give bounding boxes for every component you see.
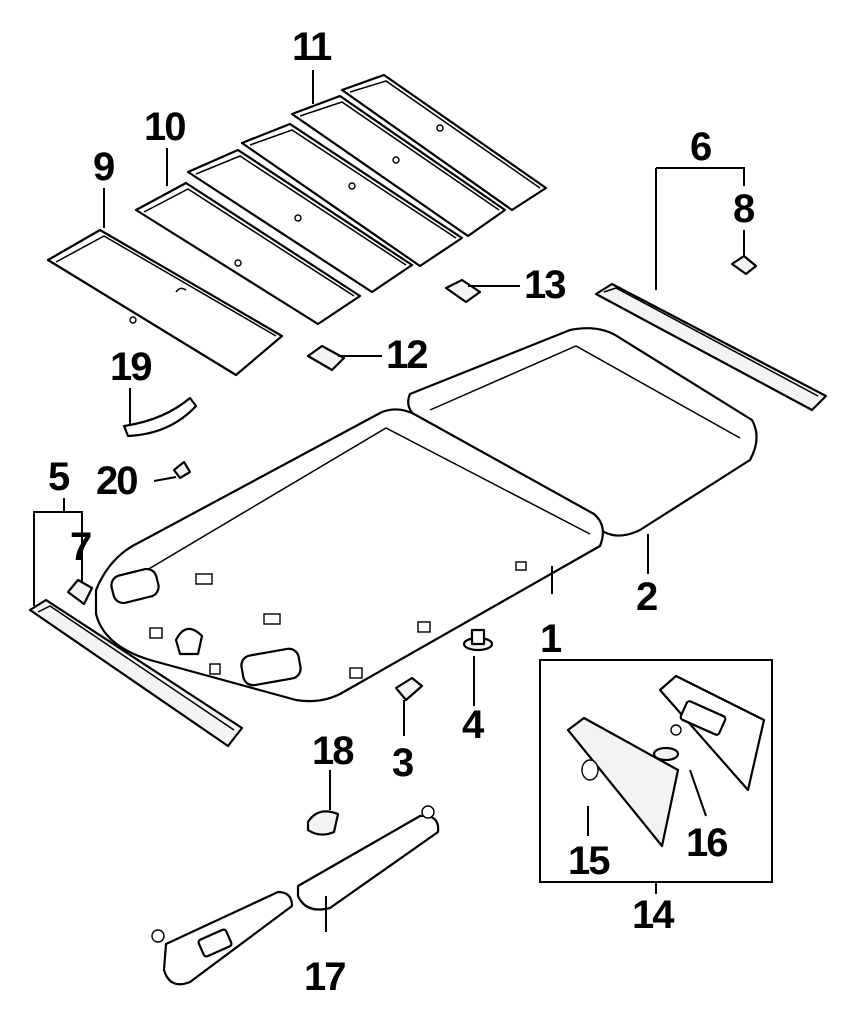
callout-14: 14 — [632, 893, 675, 937]
retainer-4 — [462, 628, 494, 652]
retainer-strip-6 — [594, 282, 828, 412]
headliner-pad-11b — [290, 94, 507, 238]
spacer-pad-12 — [306, 344, 346, 372]
callout-16: 16 — [686, 821, 727, 865]
headliner-pad-11c — [340, 73, 548, 212]
callout-2: 2 — [636, 575, 658, 619]
lamp-lens-15 — [566, 716, 680, 848]
callout-15: 15 — [568, 839, 610, 883]
main-headliner-1 — [94, 408, 605, 703]
spacer-pad-13 — [444, 278, 482, 304]
callout-19: 19 — [110, 345, 151, 389]
callout-17: 17 — [304, 955, 345, 999]
clip-3 — [394, 676, 424, 702]
lamp-base-16 — [658, 674, 766, 792]
callout-5: 5 — [48, 455, 70, 499]
callout-3: 3 — [392, 741, 414, 785]
grab-handle-19 — [122, 396, 198, 438]
callout-1: 1 — [540, 617, 562, 661]
clip-7 — [66, 578, 94, 606]
clip-20 — [172, 460, 192, 480]
callout-12: 12 — [386, 333, 427, 377]
clip-18 — [306, 810, 340, 836]
callout-18: 18 — [312, 729, 354, 773]
callout-labels: 11 10 9 6 8 13 12 19 20 5 7 2 1 4 3 18 1… — [48, 25, 755, 999]
retainer-strip-5 — [28, 598, 244, 748]
headliner-pad-9 — [46, 228, 284, 377]
callout-20: 20 — [96, 459, 137, 503]
callout-6: 6 — [690, 125, 712, 169]
lamp-bulb — [652, 746, 680, 762]
headliner-pad-10b — [186, 148, 414, 294]
callout-7: 7 — [70, 525, 92, 569]
headliner-pad-10 — [134, 181, 362, 326]
callout-10: 10 — [144, 105, 185, 149]
callout-4: 4 — [462, 703, 485, 747]
callout-11: 11 — [292, 25, 332, 69]
clip-8 — [730, 254, 758, 276]
callout-8: 8 — [733, 187, 755, 231]
headliner-pad-11a — [240, 122, 464, 268]
leader-lines — [33, 70, 745, 932]
callout-9: 9 — [93, 145, 115, 189]
sun-visor-17-right — [296, 805, 440, 911]
sun-visor-17-left — [151, 890, 294, 986]
callout-13: 13 — [524, 263, 565, 307]
